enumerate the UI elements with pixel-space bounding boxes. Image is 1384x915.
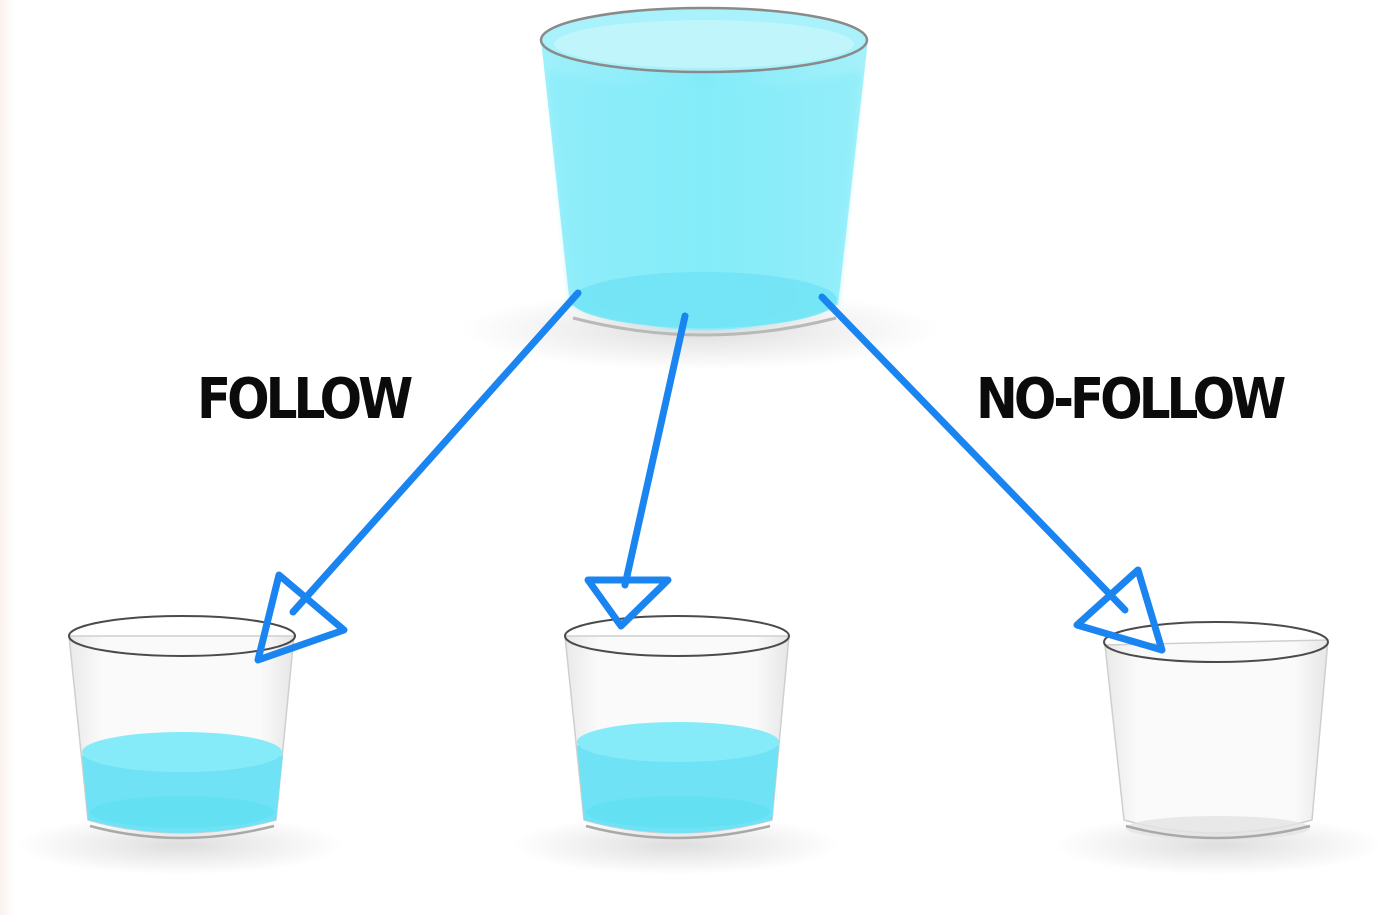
right-cup-glass xyxy=(1105,640,1328,833)
middle-cup xyxy=(511,616,841,875)
left-cup xyxy=(15,616,345,875)
source-cup-bottom xyxy=(571,272,837,328)
left-cup-water-surface xyxy=(82,732,282,772)
middle-cup-water-surface xyxy=(577,722,779,762)
right-cup xyxy=(1053,622,1383,875)
follow-arrow-middle-head xyxy=(588,580,668,626)
nofollow-label: NO-FOLLOW xyxy=(976,371,1282,427)
source-cup xyxy=(460,8,940,370)
follow-arrow-left xyxy=(258,293,578,660)
follow-arrow-left-shaft xyxy=(293,293,578,612)
nofollow-arrow-right-shaft xyxy=(822,297,1125,610)
follow-label: FOLLOW xyxy=(197,371,409,427)
nofollow-arrow-right-head xyxy=(1077,570,1162,650)
nofollow-arrow-right xyxy=(822,297,1162,650)
